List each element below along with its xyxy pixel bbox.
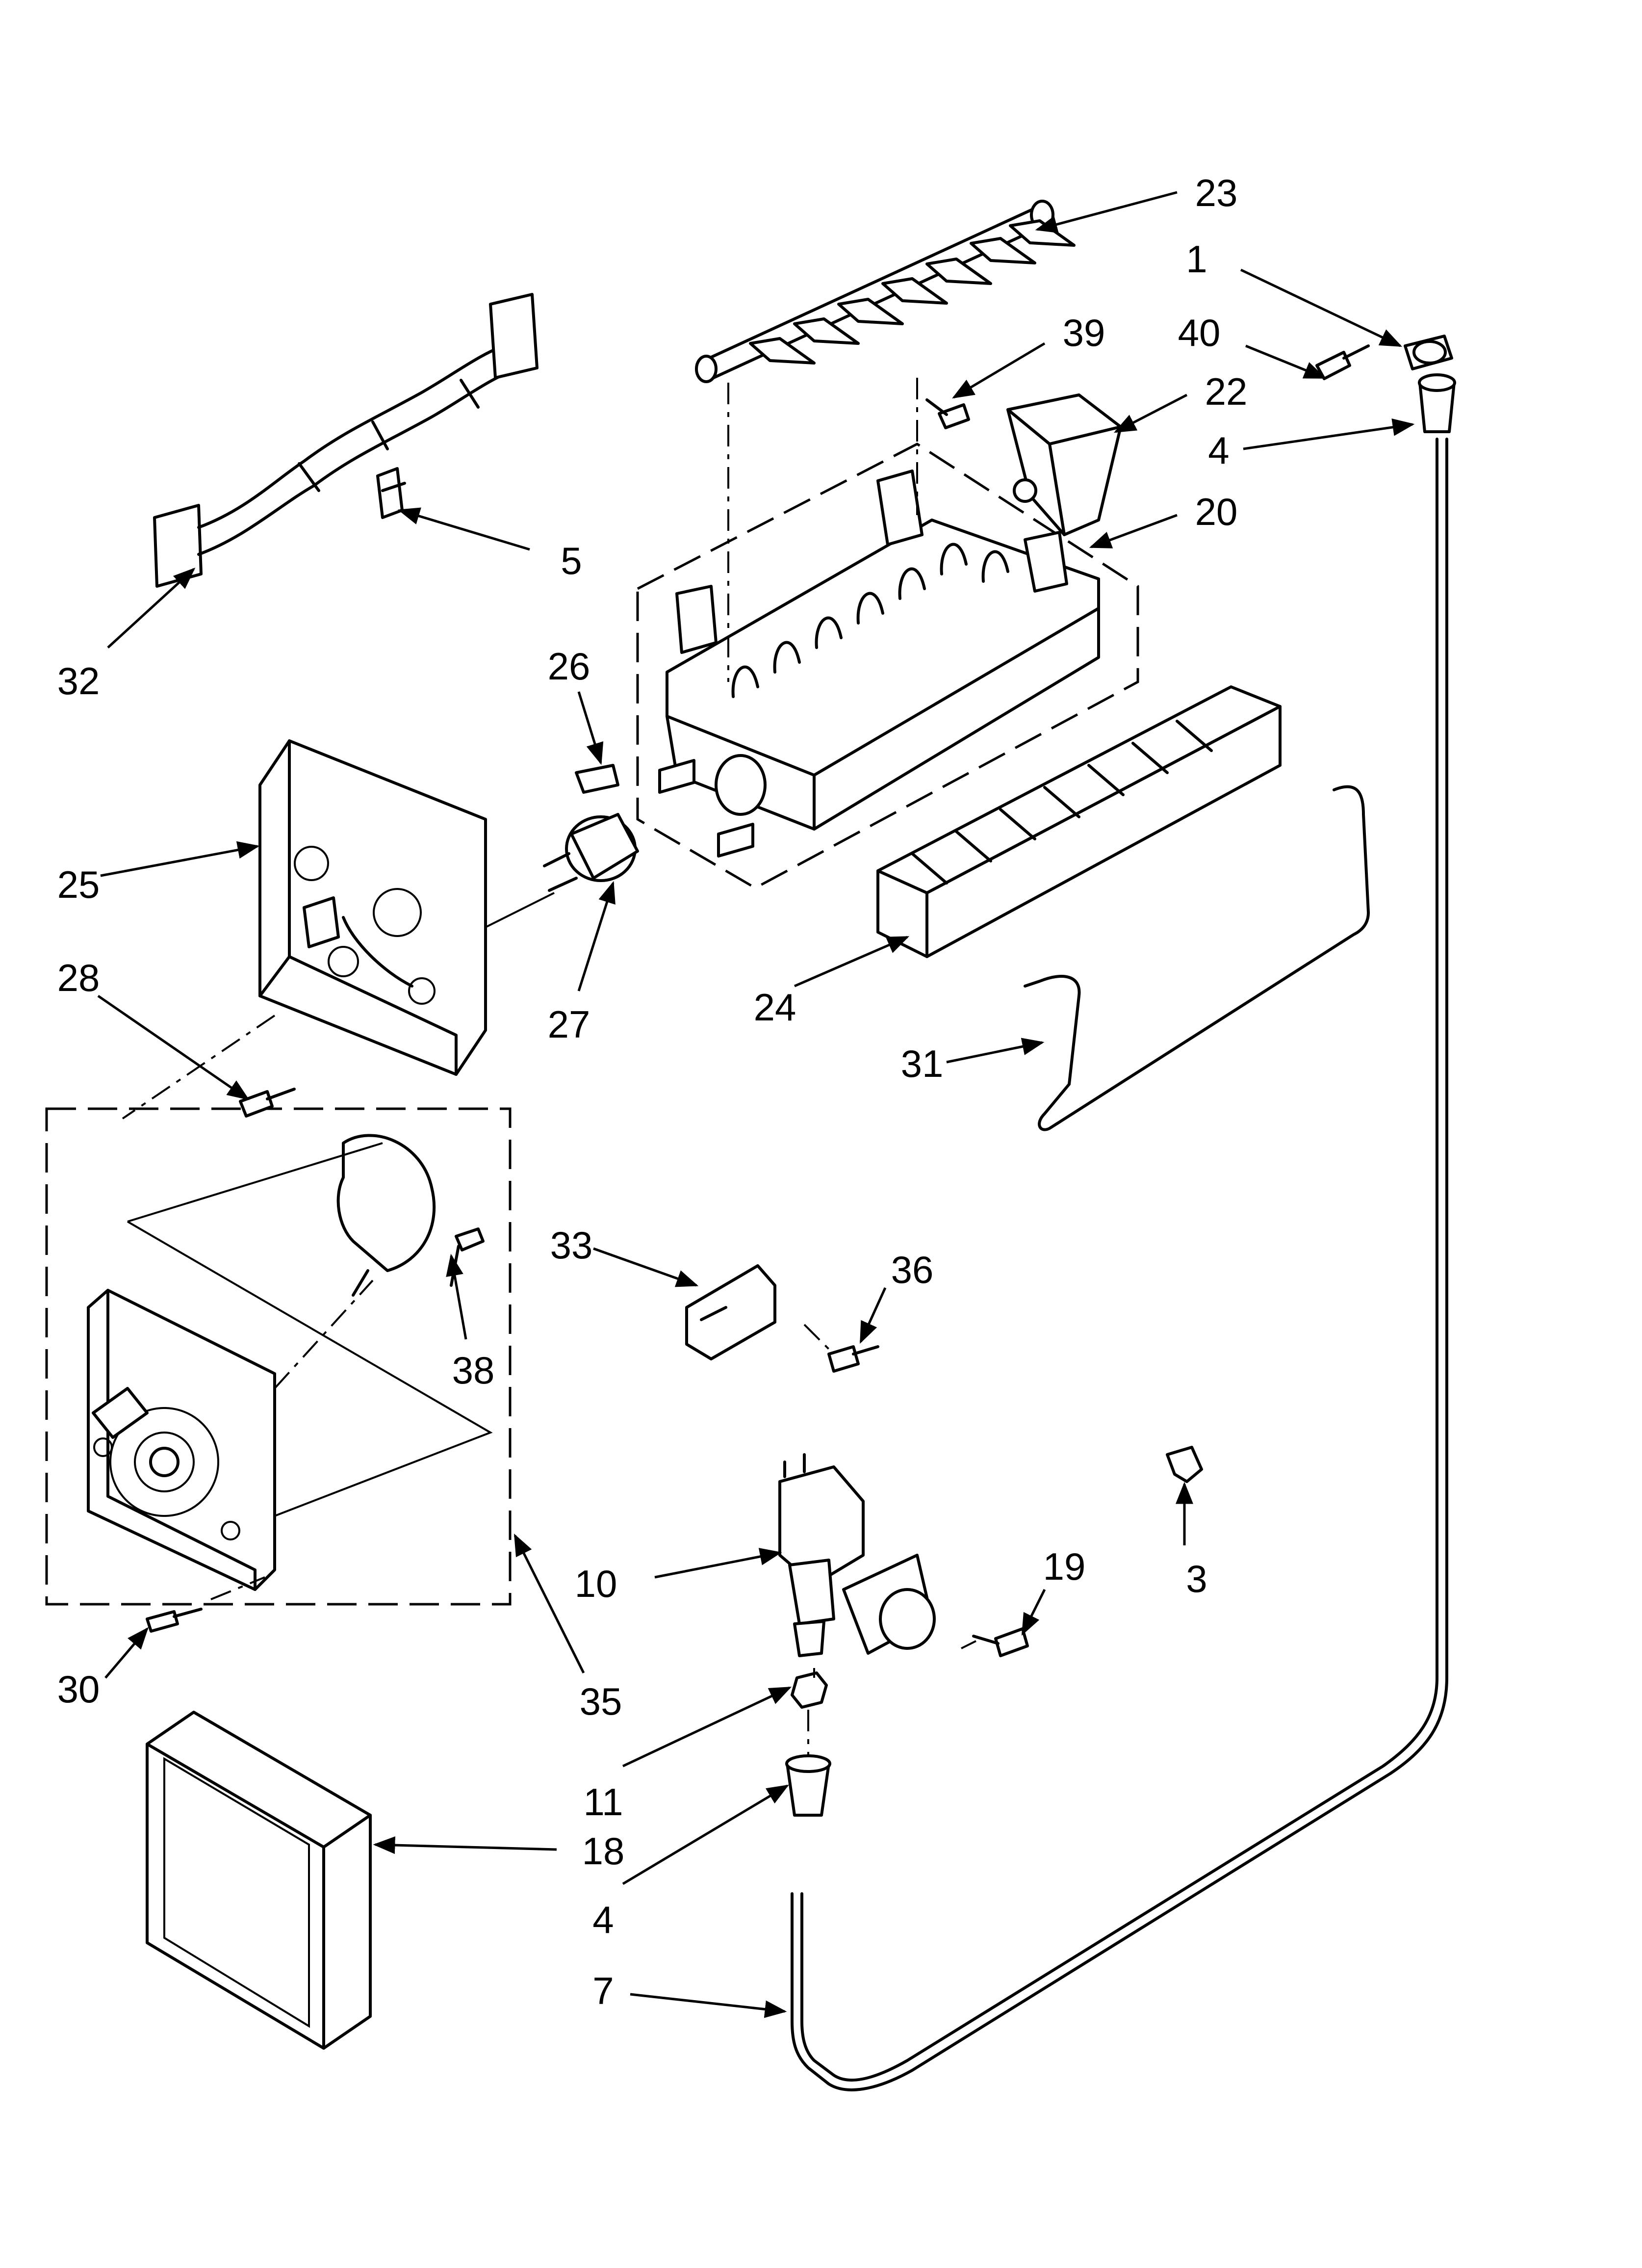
- callout-38: 38: [452, 1349, 495, 1392]
- wire-harness-part-32: [153, 293, 539, 588]
- callout-19: 19: [1043, 1545, 1086, 1588]
- callout-26: 26: [548, 645, 590, 688]
- callout-27: 27: [548, 1003, 590, 1046]
- callout-28: 28: [57, 956, 100, 999]
- housing-part-25: [258, 739, 487, 1076]
- callout-labels: 23 1 40 39 22 4 20 5 32 26 25 28 27 24 3…: [57, 171, 1248, 2012]
- callout-24: 24: [754, 986, 796, 1029]
- callout-1: 1: [1186, 237, 1207, 281]
- callout-18: 18: [582, 1829, 625, 1873]
- callout-11: 11: [584, 1780, 623, 1824]
- screw-part-30: [146, 1608, 203, 1633]
- callout-32: 32: [57, 659, 100, 703]
- module-part-35: [45, 1107, 512, 1606]
- fitting-part-4-bottom: [785, 1710, 831, 1817]
- clip-part-26: [575, 764, 619, 794]
- screw-part-28: [239, 1088, 296, 1118]
- callout-25: 25: [57, 863, 100, 906]
- bracket-part-33: [685, 1264, 776, 1360]
- callout-4-bottom: 4: [592, 1898, 614, 1941]
- callout-4-top: 4: [1208, 429, 1229, 472]
- alignment-lines: [122, 378, 976, 1678]
- cover-part-18: [146, 1711, 372, 2050]
- water-valve-part-10: [778, 1453, 936, 1657]
- fill-cup-part-22: [1006, 393, 1122, 536]
- leader-lines: [97, 191, 1415, 2018]
- water-tube-part-7: [791, 438, 1448, 2091]
- callout-40: 40: [1178, 311, 1221, 354]
- thermostat-part-27: [543, 813, 639, 892]
- callout-35: 35: [580, 1680, 622, 1723]
- callout-33: 33: [550, 1224, 593, 1267]
- screw-part-36: [827, 1345, 879, 1373]
- screw-part-39: [925, 398, 970, 429]
- ejector-part-23: [695, 200, 1076, 383]
- mold-part-20: [636, 443, 1139, 889]
- callout-36: 36: [891, 1248, 934, 1291]
- callout-10: 10: [575, 1562, 617, 1605]
- callout-31: 31: [901, 1042, 944, 1085]
- shutoff-arm-part-31: [1024, 785, 1370, 1131]
- clip-part-3: [1166, 1446, 1203, 1483]
- callout-7: 7: [592, 1969, 614, 2012]
- nut-part-11: [791, 1671, 828, 1709]
- callout-5: 5: [561, 539, 582, 582]
- callout-22: 22: [1205, 370, 1248, 413]
- screw-part-19: [972, 1627, 1029, 1657]
- callout-30: 30: [57, 1668, 100, 1711]
- stripper-part-24: [876, 685, 1282, 958]
- callout-3: 3: [1186, 1557, 1207, 1600]
- callout-39: 39: [1063, 311, 1105, 354]
- clamp-part-1: [1404, 335, 1453, 370]
- callout-20: 20: [1195, 490, 1238, 533]
- screw-part-40: [1315, 344, 1370, 380]
- callout-23: 23: [1195, 171, 1238, 214]
- fitting-part-4-top: [1418, 373, 1456, 433]
